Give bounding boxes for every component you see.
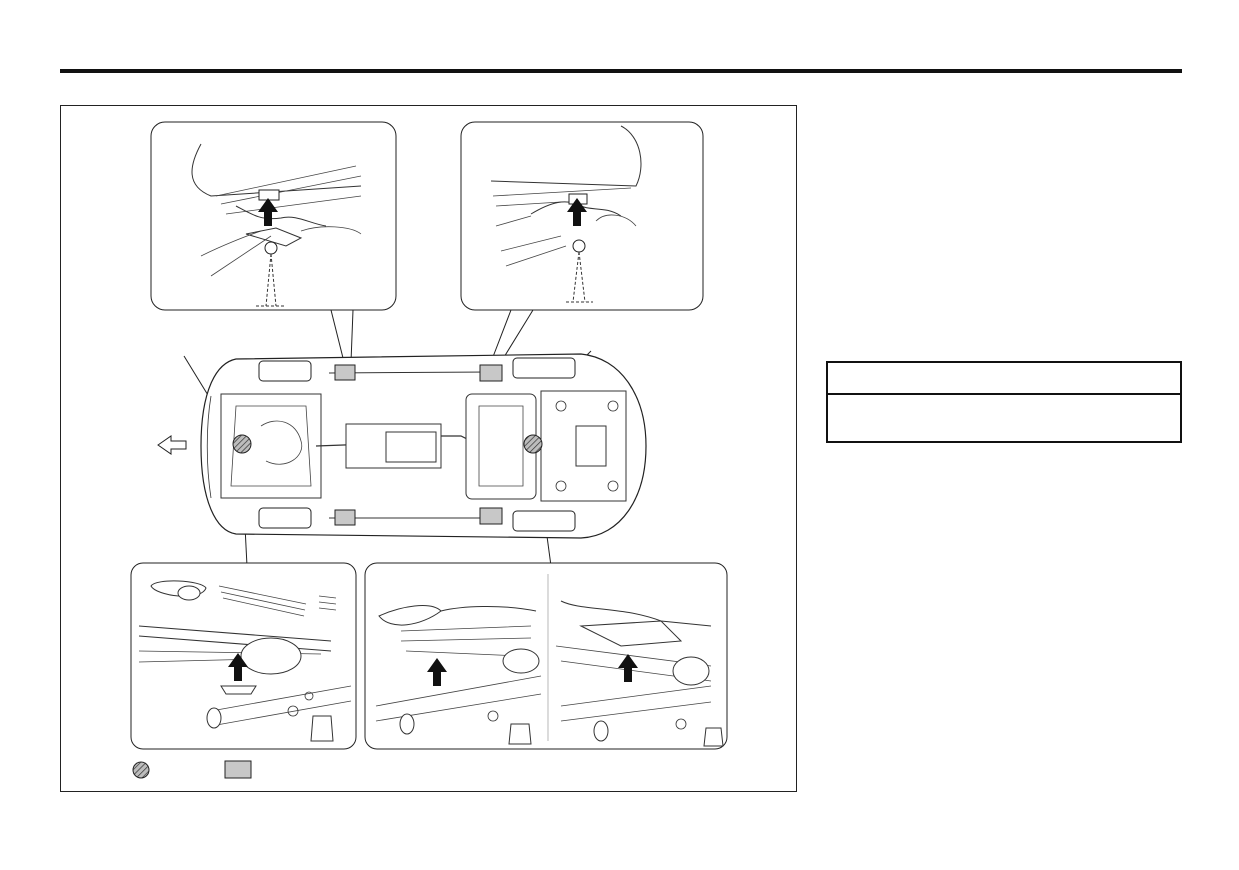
figure-legend — [132, 760, 252, 779]
detail-panel-rear-differential — [364, 562, 728, 750]
detail-panel-front-sill — [150, 121, 397, 311]
jack-point-marker — [334, 364, 356, 381]
hatched-circle-icon — [523, 434, 543, 454]
detail-panel-rear-sill — [460, 121, 704, 311]
caution-heading — [828, 363, 1180, 395]
caution-body — [828, 395, 1180, 411]
lift-point-figure — [60, 105, 797, 792]
gray-square-icon — [224, 760, 252, 779]
vehicle-underside — [200, 353, 647, 539]
header-rule — [60, 69, 1182, 73]
hatched-circle-icon — [132, 761, 150, 779]
front-direction-arrow-icon — [157, 435, 187, 455]
jack-point-marker — [479, 507, 503, 525]
jack-point-marker — [479, 364, 503, 382]
figure-drawing — [130, 121, 728, 779]
jack-point-marker — [334, 509, 356, 526]
caution-box — [826, 361, 1182, 443]
detail-panel-front-crossmember — [130, 562, 357, 750]
hatched-circle-icon — [232, 434, 252, 454]
